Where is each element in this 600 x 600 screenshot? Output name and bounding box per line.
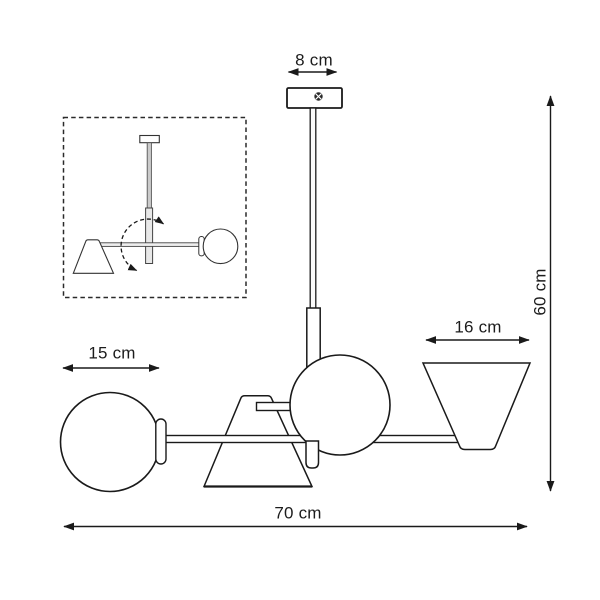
rod-bottom-tip: [305, 440, 320, 469]
rotation-arrow-icon: [120, 216, 165, 272]
left-globe-cap: [155, 418, 167, 465]
lamp-drawing: [59, 87, 532, 493]
total-width-label: 70 cm: [274, 503, 322, 523]
inset-globe: [202, 228, 239, 265]
inset-canopy: [139, 134, 160, 144]
inset-arm: [96, 242, 200, 247]
inset-cone-shade: [72, 239, 115, 274]
globe-width-label: 15 cm: [88, 343, 136, 363]
inset-rod-thick: [145, 207, 154, 264]
dimension-arrows: [62, 68, 555, 531]
upper-arm: [255, 401, 295, 412]
rotation-inset: [62, 116, 247, 299]
center-globe: [289, 354, 391, 456]
screw-cross: [315, 93, 322, 100]
right-cone-shade: [421, 362, 532, 451]
total-height-label: 60 cm: [530, 268, 550, 316]
inset-rod-thin: [146, 142, 152, 210]
left-globe: [59, 391, 161, 493]
rod-upper: [309, 107, 317, 310]
shade-width-label: 16 cm: [454, 317, 502, 337]
inset-dashed-border: [62, 116, 247, 299]
ceiling-canopy: [286, 87, 343, 109]
canopy-width-label: 8 cm: [295, 50, 333, 70]
